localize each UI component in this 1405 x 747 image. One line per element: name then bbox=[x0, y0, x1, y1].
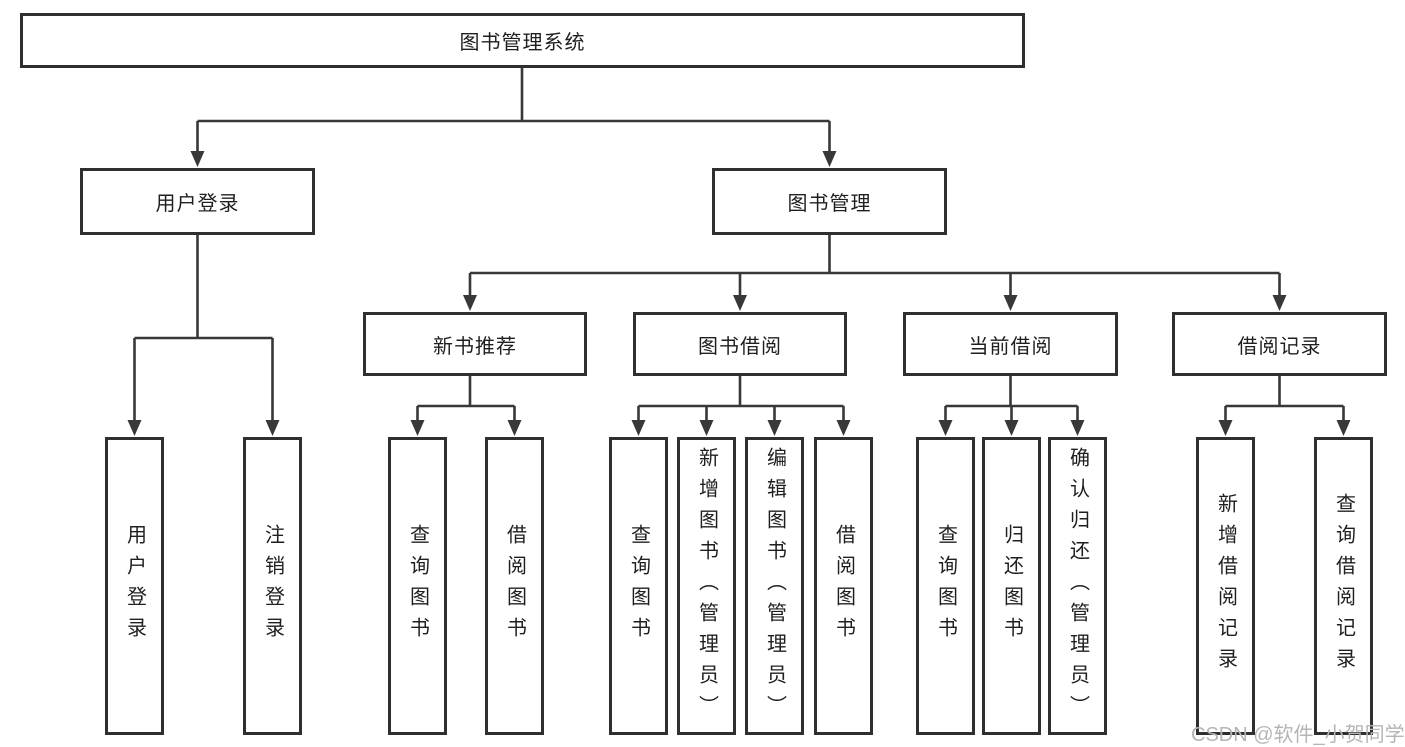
connector-current-borrow-branch bbox=[938, 376, 1085, 436]
leaf-confirm-return-admin: 确认归还（管理员） bbox=[1048, 437, 1107, 735]
node-borrow-records: 借阅记录 bbox=[1172, 312, 1387, 376]
connector-book-management-branch bbox=[463, 235, 1287, 311]
leaf-query-books-current: 查询图书 bbox=[916, 437, 975, 735]
leaf-query-borrow-record: 查询借阅记录 bbox=[1314, 437, 1373, 735]
node-book-management: 图书管理 bbox=[712, 168, 947, 235]
connector-book-borrow-branch bbox=[631, 376, 851, 436]
leaf-borrow-books-recommend: 借阅图书 bbox=[485, 437, 544, 735]
connector-borrow-records-branch bbox=[1218, 376, 1351, 436]
connector-user-login-branch bbox=[127, 235, 280, 436]
leaf-borrow-books-borrow: 借阅图书 bbox=[814, 437, 873, 735]
leaf-query-books-recommend: 查询图书 bbox=[388, 437, 447, 735]
connector-new-book-branch bbox=[410, 376, 522, 436]
connector-root-to-level2 bbox=[190, 68, 837, 167]
leaf-edit-book-admin: 编辑图书（管理员） bbox=[745, 437, 804, 735]
leaf-logout-login: 注销登录 bbox=[243, 437, 302, 735]
node-root: 图书管理系统 bbox=[20, 13, 1025, 68]
leaf-user-login: 用户登录 bbox=[105, 437, 164, 735]
node-current-borrow: 当前借阅 bbox=[903, 312, 1118, 376]
node-book-borrow: 图书借阅 bbox=[633, 312, 847, 376]
node-user-login: 用户登录 bbox=[80, 168, 315, 235]
csdn-watermark: CSDN @软件_小贺同学 bbox=[1191, 724, 1405, 746]
leaf-return-book: 归还图书 bbox=[982, 437, 1041, 735]
node-new-book-recommend: 新书推荐 bbox=[363, 312, 587, 376]
leaf-query-books-borrow: 查询图书 bbox=[609, 437, 668, 735]
leaf-add-borrow-record: 新增借阅记录 bbox=[1196, 437, 1255, 735]
leaf-add-book-admin: 新增图书（管理员） bbox=[677, 437, 736, 735]
